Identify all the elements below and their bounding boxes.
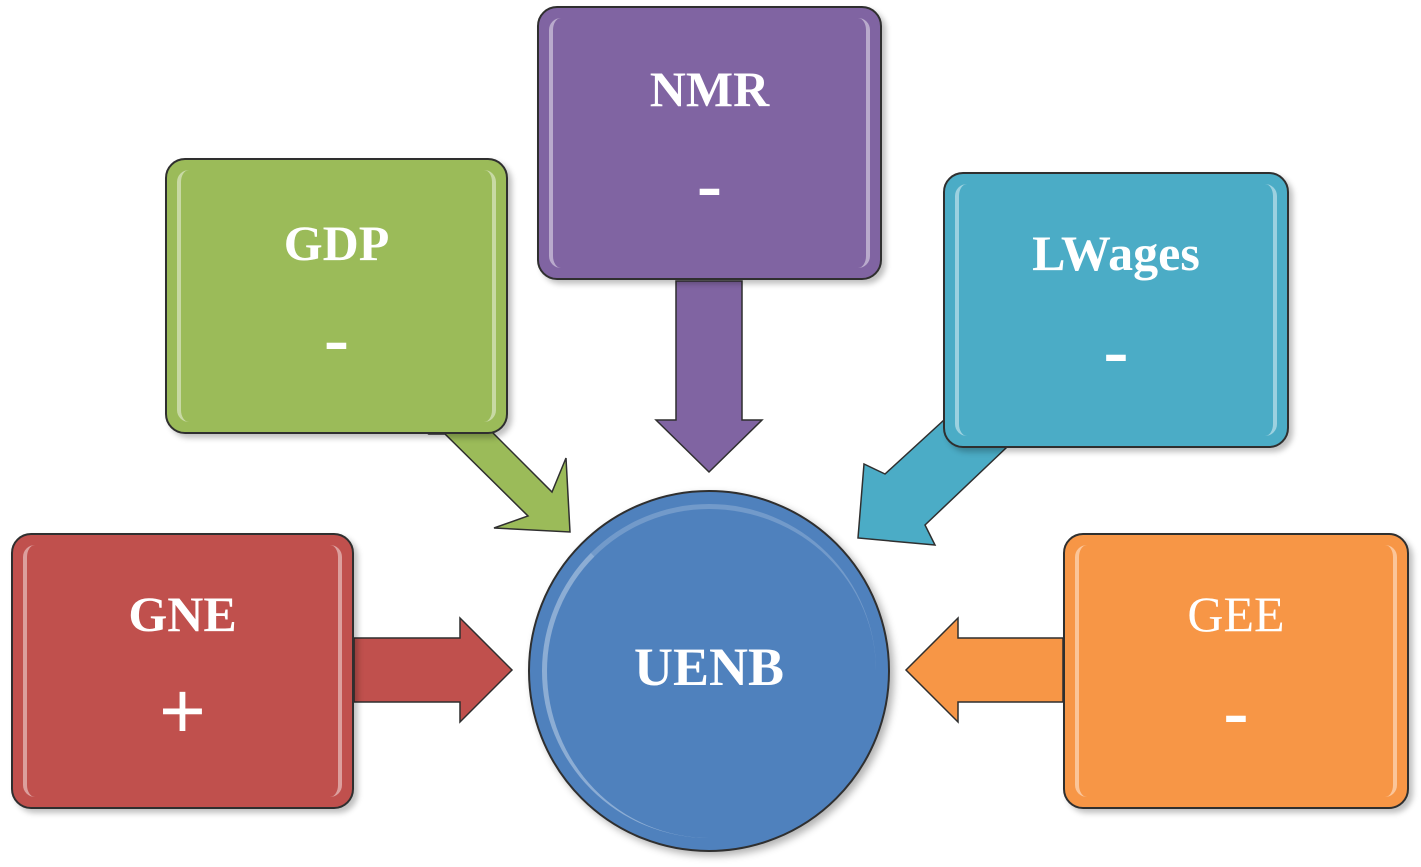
arrow-gdp-to-uenb bbox=[427, 409, 571, 533]
factor-sign-nmr: - bbox=[696, 141, 723, 230]
factor-label-gne: GNE bbox=[128, 586, 237, 642]
factor-label-lwages: LWages bbox=[1032, 225, 1200, 281]
factor-label-gdp: GDP bbox=[283, 215, 390, 271]
center-node-uenb: UENB bbox=[528, 490, 890, 852]
factor-box-nmr: NMR - bbox=[537, 6, 882, 280]
arrow-gee-to-uenb bbox=[904, 616, 1064, 724]
arrow-lwages-to-uenb bbox=[857, 419, 1008, 546]
factor-sign-gee: - bbox=[1222, 668, 1250, 757]
factor-box-lwages: LWages - bbox=[943, 172, 1289, 448]
factor-sign-lwages: - bbox=[1102, 307, 1130, 396]
factor-label-nmr: NMR bbox=[649, 61, 770, 117]
factor-box-gne: GNE + bbox=[11, 533, 354, 809]
factor-sign-gdp: - bbox=[323, 295, 350, 384]
factor-label-gee: GEE bbox=[1187, 586, 1285, 642]
center-label: UENB bbox=[633, 637, 785, 697]
factor-box-gee: GEE - bbox=[1063, 533, 1409, 809]
arrow-gne-to-uenb bbox=[353, 616, 514, 724]
factor-box-gdp: GDP - bbox=[165, 158, 508, 434]
factor-sign-gne: + bbox=[159, 666, 206, 755]
arrow-nmr-to-uenb bbox=[654, 280, 764, 474]
